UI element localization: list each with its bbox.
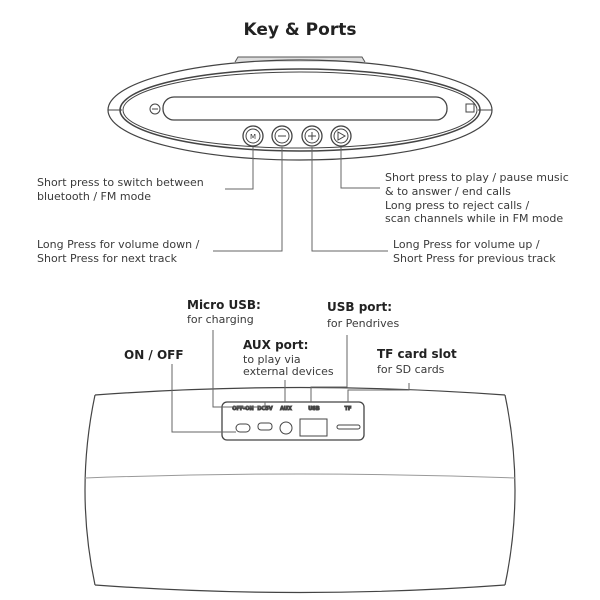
port-label-aux: AUX <box>280 406 292 412</box>
micro-usb-title: Micro USB: <box>187 298 261 312</box>
diagram-title: Key & Ports <box>243 20 357 40</box>
aux-port-icon <box>279 421 293 435</box>
volume-down-callout-line1: Long Press for volume down / <box>37 238 200 251</box>
aux-desc1: to play via <box>243 353 301 366</box>
volume-up-callout-line1: Long Press for volume up / <box>393 238 540 251</box>
tf-desc: for SD cards <box>377 363 445 376</box>
port-label-usb: USB <box>308 406 320 412</box>
play-callout-line2: & to answer / end calls <box>385 185 511 198</box>
tf-title: TF card slot <box>377 347 457 361</box>
on-off-label: ON / OFF <box>124 348 184 362</box>
play-callout-line1: Short press to play / pause music <box>385 171 569 184</box>
usb-desc: for Pendrives <box>327 317 400 330</box>
mode-button-icon: M <box>242 125 264 147</box>
speaker-top-view: M <box>107 56 493 252</box>
speaker-back-view: OFF-ON DC5V AUX USB TF <box>84 330 516 594</box>
svg-text:M: M <box>250 133 256 141</box>
usb-title: USB port: <box>327 300 392 314</box>
aux-title: AUX port: <box>243 338 309 352</box>
usb-port-icon <box>299 418 328 437</box>
volume-down-callout-line2: Short Press for next track <box>37 252 177 265</box>
port-label-off-on: OFF-ON <box>232 406 253 412</box>
tf-slot-icon <box>336 424 361 430</box>
play-callout-line4: scan channels while in FM mode <box>385 212 564 225</box>
play-button-icon <box>330 125 352 147</box>
mode-callout-line2: bluetooth / FM mode <box>37 190 152 203</box>
aux-desc2: external devices <box>243 365 334 378</box>
plus-button-icon <box>301 125 323 147</box>
power-indicator-icon <box>149 103 161 115</box>
micro-usb-port-icon <box>257 422 273 431</box>
port-label-tf: TF <box>345 406 352 412</box>
play-callout-line3: Long press to reject calls / <box>385 199 530 212</box>
port-label-dc5v: DC5V <box>257 406 272 412</box>
minus-button-icon <box>271 125 293 147</box>
power-switch-icon <box>235 423 251 433</box>
micro-usb-desc: for charging <box>187 313 254 326</box>
mode-callout-line1: Short press to switch between <box>37 176 204 189</box>
volume-up-callout-line2: Short Press for previous track <box>393 252 556 265</box>
